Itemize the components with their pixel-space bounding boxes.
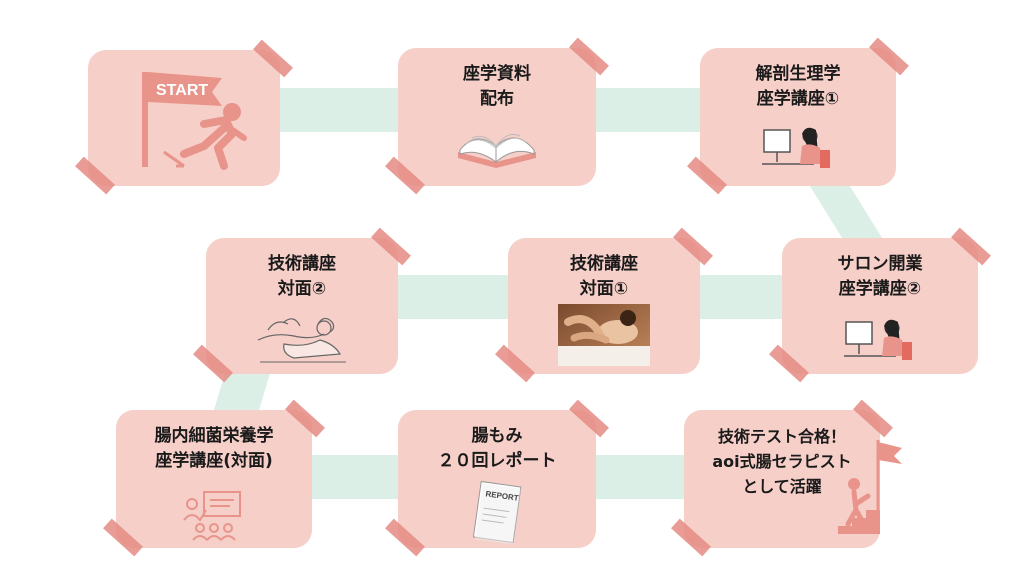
step-materials: 座学資料 配布 xyxy=(385,37,609,195)
woman-at-computer-icon xyxy=(762,127,830,168)
massage-sketch-icon xyxy=(257,317,346,363)
open-book-icon xyxy=(458,133,536,168)
presentation-audience-icon xyxy=(183,491,241,541)
step-anatomy: 解剖生理学 座学講座① xyxy=(687,37,909,195)
step-title: サロン開業 座学講座② xyxy=(837,254,923,299)
goal-flag-climber-icon xyxy=(838,440,902,534)
woman-at-computer-icon xyxy=(844,319,912,360)
step-title: 腸もみ ２０回レポート xyxy=(437,426,557,471)
step-goal: 技術テスト合格！ aoi式腸セラピスト として活躍 xyxy=(671,399,902,557)
step-title: 腸内細菌栄養学 座学講座(対面) xyxy=(154,426,274,471)
step-title: 技術講座 対面② xyxy=(268,254,336,299)
massage-photo xyxy=(558,304,650,366)
step-title: 技術テスト合格！ aoi式腸セラピスト として活躍 xyxy=(712,427,852,496)
step-tech1: 技術講座 対面① xyxy=(495,227,713,383)
step-start: START xyxy=(75,39,293,195)
step-tech2: 技術講座 対面② xyxy=(193,227,411,383)
step-title: 解剖生理学 座学講座① xyxy=(755,64,841,109)
start-flag-runner-icon: START xyxy=(142,72,247,170)
step-salon: サロン開業 座学講座② xyxy=(769,227,991,383)
start-badge: START xyxy=(156,82,208,99)
step-nutrition: 腸内細菌栄養学 座学講座(対面) xyxy=(103,399,325,557)
step-title: 技術講座 対面① xyxy=(570,254,638,299)
report-document-icon: REPORT xyxy=(472,480,522,545)
step-report: 腸もみ ２０回レポート REPORT xyxy=(385,399,609,557)
step-title: 座学資料 配布 xyxy=(463,64,531,109)
